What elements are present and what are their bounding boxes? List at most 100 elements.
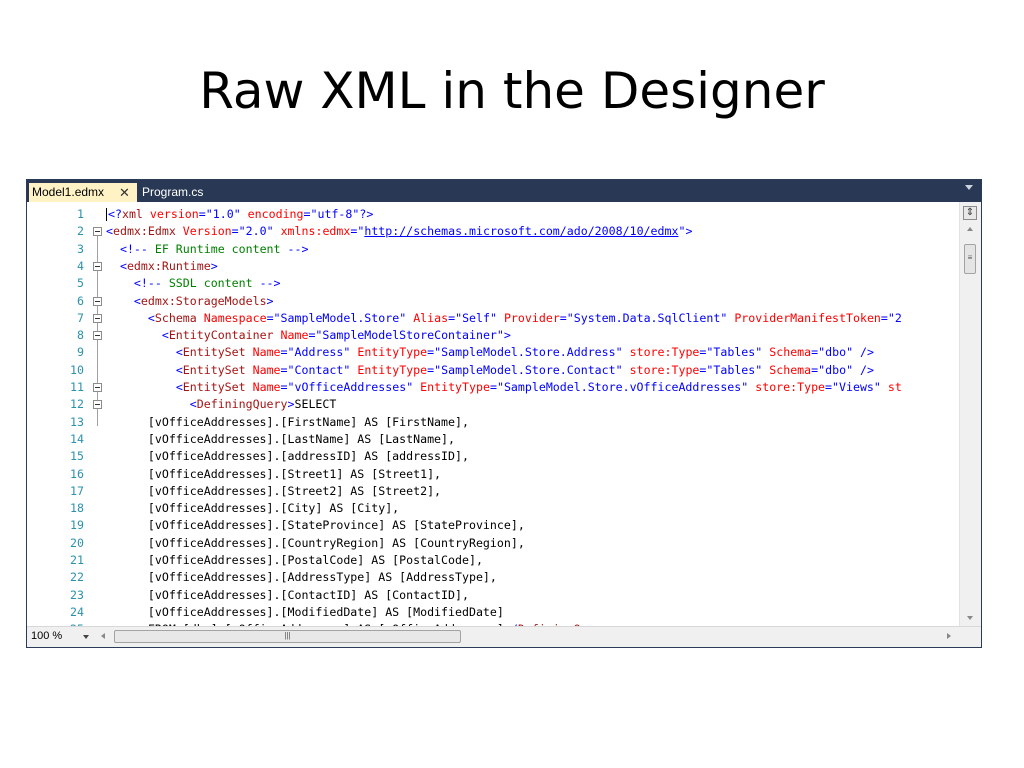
code-token: [vOfficeAddresses].[addressID] AS [addre… [106, 449, 469, 464]
code-line[interactable]: 25 FROM [dbo].[vOfficeAddresses] AS [vOf… [27, 621, 959, 626]
code-token [106, 345, 176, 359]
code-token: EntityType [420, 380, 490, 394]
code-token: EntityType [357, 362, 428, 377]
line-number: 4 [77, 258, 84, 273]
code-token: " [678, 224, 686, 239]
splitter-icon[interactable]: ⇕ [963, 206, 977, 220]
zoom-level[interactable]: 100 % [31, 630, 63, 642]
collapse-box-icon[interactable] [93, 331, 102, 341]
collapse-box-icon[interactable] [93, 383, 102, 392]
code-token: [vOfficeAddresses].[PostalCode] AS [Post… [106, 553, 483, 567]
collapse-box-icon[interactable] [93, 313, 102, 323]
code-token: =" [559, 310, 574, 325]
code-line[interactable]: 8 <EntityContainer Name="SampleModelStor… [27, 327, 959, 344]
code-token: <!-- [133, 276, 162, 291]
code-token: /> [860, 345, 874, 360]
code-line[interactable]: 2<edmx:Edmx Version="2.0" xmlns:edmx="ht… [27, 223, 959, 240]
code-token: Name [252, 380, 281, 394]
code-token: EntitySet [182, 362, 246, 377]
code-editor[interactable]: 1<?xml version="1.0" encoding="utf-8"?>2… [27, 202, 959, 626]
code-token: " [233, 207, 241, 221]
code-line[interactable]: 17 [vOfficeAddresses].[Street2] AS [Stre… [27, 483, 959, 500]
code-token [106, 380, 176, 394]
fold-toggle[interactable] [93, 313, 102, 323]
code-token [106, 311, 148, 325]
line-number: 11 [70, 380, 84, 394]
code-text: [vOfficeAddresses].[LastName] AS [LastNa… [106, 431, 455, 448]
scroll-up-arrow-icon[interactable] [967, 227, 973, 231]
fold-toggle[interactable] [93, 296, 102, 306]
code-token [881, 380, 888, 394]
code-line[interactable]: 6 <edmx:StorageModels> [27, 293, 959, 310]
code-token: version [149, 207, 199, 221]
code-token [197, 311, 204, 325]
tab-model1-edmx[interactable]: Model1.edmx ✕ [29, 183, 137, 202]
scroll-left-arrow-icon[interactable] [101, 633, 105, 639]
code-line[interactable]: 13 [vOfficeAddresses].[FirstName] AS [Fi… [27, 414, 959, 431]
close-tab-icon[interactable]: ✕ [119, 185, 130, 200]
fold-toggle[interactable] [93, 400, 102, 410]
zoom-dropdown-icon[interactable] [83, 635, 89, 639]
code-line[interactable]: 11 <EntitySet Name="vOfficeAddresses" En… [27, 379, 959, 396]
code-line[interactable]: 21 [vOfficeAddresses].[PostalCode] AS [P… [27, 552, 959, 569]
vertical-scrollbar[interactable]: ⇕ ≡ [959, 202, 981, 626]
code-token: " [489, 310, 497, 325]
code-line[interactable]: 4 <edmx:Runtime> [27, 258, 959, 275]
code-line[interactable]: 15 [vOfficeAddresses].[addressID] AS [ad… [27, 448, 959, 465]
code-line[interactable]: 20 [vOfficeAddresses].[CountryRegion] AS… [27, 535, 959, 552]
code-line[interactable]: 18 [vOfficeAddresses].[City] AS [City], [27, 500, 959, 517]
code-token: EntityContainer [168, 328, 274, 343]
code-token: =" [198, 207, 213, 221]
code-line[interactable]: 9 <EntitySet Name="Address" EntityType="… [27, 344, 959, 361]
code-token [623, 345, 630, 359]
code-token [246, 363, 253, 377]
line-number: 16 [70, 466, 84, 481]
collapse-box-icon[interactable] [93, 400, 102, 410]
code-token: EntityType [357, 345, 428, 360]
code-line[interactable]: 7 <Schema Namespace="SampleModel.Store" … [27, 310, 959, 327]
code-token: > [503, 328, 511, 343]
code-token: =" [308, 328, 323, 343]
scroll-down-arrow-icon[interactable] [967, 616, 973, 620]
code-line[interactable]: 14 [vOfficeAddresses].[LastName] AS [Las… [27, 431, 959, 448]
code-token: encoding [247, 207, 304, 221]
code-token: < [175, 380, 183, 394]
collapse-box-icon[interactable] [93, 227, 102, 237]
code-line[interactable]: 1<?xml version="1.0" encoding="utf-8"?> [27, 206, 959, 223]
code-token: " [755, 345, 763, 360]
fold-toggle[interactable] [93, 383, 102, 392]
code-token: < [175, 345, 183, 360]
code-text: [vOfficeAddresses].[CountryRegion] AS [C… [106, 535, 525, 552]
code-token: Version [182, 224, 232, 239]
code-line[interactable]: 3 <!-- EF Runtime content --> [27, 241, 959, 258]
vertical-scroll-thumb[interactable]: ≡ [964, 244, 976, 274]
line-number: 5 [77, 276, 84, 291]
code-token: Address [294, 345, 344, 360]
fold-toggle[interactable] [93, 331, 102, 341]
code-line[interactable]: 10 <EntitySet Name="Contact" EntityType=… [27, 362, 959, 379]
code-line[interactable]: 12 <DefiningQuery>SELECT [27, 396, 959, 413]
line-number: 14 [70, 431, 84, 446]
code-line[interactable]: 19 [vOfficeAddresses].[StateProvince] AS… [27, 517, 959, 534]
code-token: Self [462, 310, 490, 325]
horizontal-scroll-thumb[interactable]: ||| [114, 630, 461, 643]
line-number: 20 [70, 535, 84, 550]
fold-toggle[interactable] [93, 261, 102, 271]
fold-toggle[interactable] [93, 227, 102, 237]
code-line[interactable]: 23 [vOfficeAddresses].[ContactID] AS [Co… [27, 587, 959, 604]
tab-program-cs[interactable]: Program.cs [138, 183, 218, 202]
code-token: " [343, 345, 351, 360]
code-token: Tables [713, 362, 756, 377]
code-token: Name [252, 345, 281, 360]
code-line[interactable]: 24 [vOfficeAddresses].[ModifiedDate] AS … [27, 604, 959, 621]
editor-status-bar: 100 % ||| [27, 626, 981, 647]
collapse-box-icon[interactable] [93, 296, 102, 306]
code-line[interactable]: 5 <!-- SSDL content --> [27, 275, 959, 292]
tab-list-dropdown-icon[interactable] [965, 185, 973, 190]
code-token [106, 363, 176, 377]
collapse-box-icon[interactable] [93, 261, 102, 271]
line-number: 15 [70, 449, 84, 464]
code-line[interactable]: 16 [vOfficeAddresses].[Street1] AS [Stre… [27, 466, 959, 483]
code-line[interactable]: 22 [vOfficeAddresses].[AddressType] AS [… [27, 569, 959, 586]
scroll-right-arrow-icon[interactable] [947, 633, 951, 639]
